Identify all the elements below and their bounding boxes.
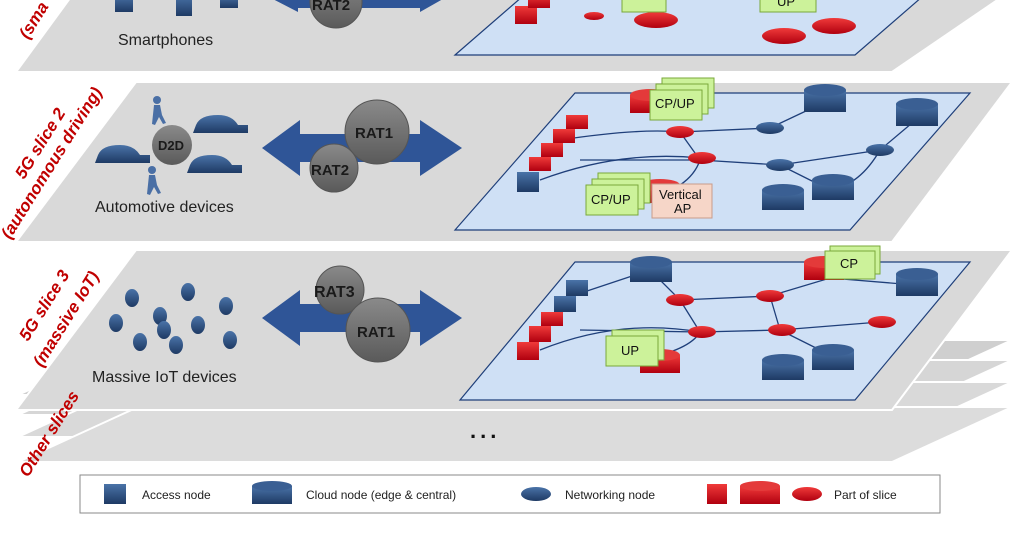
vertical-ap-line2: AP bbox=[674, 201, 691, 216]
slice3-up-box bbox=[605, 329, 665, 367]
slice2-cpup-box-top bbox=[649, 77, 715, 121]
slice2-access-nodes bbox=[517, 115, 588, 192]
slice2-networking-nodes bbox=[666, 122, 894, 171]
slice2-cpup-bottom-text: CP/UP bbox=[591, 192, 631, 207]
iot-device-icons bbox=[109, 283, 237, 354]
pedestrian-icons bbox=[147, 96, 166, 195]
slice3-gear-rat3 bbox=[315, 265, 365, 315]
slice3-cloud-nodes bbox=[630, 256, 938, 380]
slice1-cpup-box bbox=[621, 0, 667, 13]
legend-networking: Networking node bbox=[565, 488, 655, 502]
slice3-gear-rat1 bbox=[345, 297, 411, 363]
legend-cloud: Cloud node (edge & central) bbox=[306, 488, 456, 502]
slice3-rat3: RAT3 bbox=[314, 284, 355, 301]
slice1-plane bbox=[453, 0, 920, 56]
legend-part: Part of slice bbox=[834, 488, 897, 502]
slice2-cpup-box-bottom bbox=[585, 172, 651, 216]
slice2-gear-rat1 bbox=[344, 99, 410, 165]
access-node-icon bbox=[104, 484, 126, 504]
legend-access: Access node bbox=[142, 488, 211, 502]
d2d-label: D2D bbox=[158, 138, 184, 153]
slice2-rat1: RAT1 bbox=[355, 125, 393, 142]
slice1-up-text: UP bbox=[777, 0, 795, 9]
slice1-gear bbox=[309, 0, 363, 29]
slice1-rat2: RAT2 bbox=[312, 0, 350, 14]
slice3-up-text: UP bbox=[621, 343, 639, 358]
slice1-up-box bbox=[759, 0, 817, 13]
slice2-devices-label: Automotive devices bbox=[95, 199, 234, 216]
slice3-cp-text: CP bbox=[840, 256, 858, 271]
slice2-gear-rat2 bbox=[309, 143, 359, 193]
slice2-group: 5G slice 2 (autonomous driving) D2D Auto… bbox=[0, 77, 938, 242]
slice1-devices-label: Smartphones bbox=[118, 32, 213, 49]
vertical-ap-box bbox=[651, 183, 713, 219]
part-of-slice-icons bbox=[707, 481, 822, 504]
d2d-gear bbox=[152, 125, 192, 165]
cloud-node-icon bbox=[252, 486, 292, 504]
car-icons bbox=[95, 115, 248, 173]
legend: Access node Cloud node (edge & central) … bbox=[79, 474, 941, 514]
slice3-cp-box bbox=[824, 245, 881, 280]
slice3-networking-nodes bbox=[666, 290, 896, 338]
slice3-rat1: RAT1 bbox=[357, 324, 395, 341]
ellipsis: ... bbox=[470, 418, 500, 443]
smartphone-icons bbox=[115, 0, 238, 16]
vertical-ap-line1: Vertical bbox=[659, 187, 702, 202]
slice3-devices-label: Massive IoT devices bbox=[92, 369, 237, 386]
slice2-rat2: RAT2 bbox=[311, 162, 349, 179]
slice2-cpup-top-text: CP/UP bbox=[655, 96, 695, 111]
slice1-nodes bbox=[515, 0, 856, 44]
slice3-access-nodes bbox=[517, 280, 588, 360]
networking-node-icon bbox=[521, 487, 551, 501]
